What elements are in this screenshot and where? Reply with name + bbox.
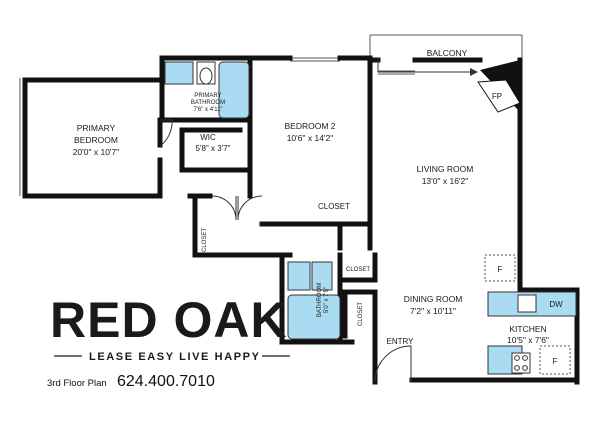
closet-bath-label: CLOSET	[346, 267, 370, 273]
brand-tagline: LEASE EASY LIVE HAPPY	[89, 351, 261, 363]
primary-bathroom-label-1: PRIMARY	[194, 93, 221, 99]
primary-bedroom-dims: 20'0" x 10'7"	[73, 147, 120, 157]
kitchen-dims: 10'5" x 7'6"	[507, 335, 549, 345]
closet-bedroom2-label: CLOSET	[318, 202, 350, 211]
fixtures	[164, 61, 577, 375]
living-room-label: LIVING ROOM	[417, 164, 474, 174]
bedroom-2-label: BEDROOM 2	[284, 121, 335, 131]
entry-label: ENTRY	[387, 337, 415, 346]
dishwasher-label: DW	[549, 300, 563, 309]
fridge-kitchen-label: F	[553, 357, 558, 366]
fireplace-label: FP	[492, 92, 502, 101]
appliance-markers	[484, 254, 571, 375]
wic-label: WIC	[200, 133, 216, 142]
phone-number: 624.400.7010	[117, 373, 215, 390]
brand-logo: RED OAK	[50, 292, 288, 348]
primary-bathroom-dims: 7'6" x 4'11"	[193, 107, 222, 113]
closet-hall-label: CLOSET	[202, 228, 208, 252]
closet-entry-label: CLOSET	[358, 302, 364, 326]
floor-plan-label: 3rd Floor Plan	[47, 378, 107, 389]
living-room-dims: 13'0" x 16'2"	[422, 176, 469, 186]
bathroom-label: BATHROOM	[317, 283, 323, 317]
dining-room-label: DINING ROOM	[404, 294, 463, 304]
dining-room-dims: 7'2" x 10'11"	[410, 306, 456, 316]
kitchen-label: KITCHEN	[509, 324, 546, 334]
balcony-label: BALCONY	[427, 48, 468, 58]
bathroom-dims: 5'0" x 7'5"	[324, 287, 330, 313]
primary-bathroom-label-2: BATHROOM	[191, 100, 225, 106]
fridge-living-label: F	[498, 265, 503, 274]
wic-dims: 5'8" x 3'7"	[196, 144, 231, 153]
bedroom-2-dims: 10'6" x 14'2"	[287, 133, 334, 143]
primary-bedroom-label: PRIMARY	[77, 123, 116, 133]
primary-bedroom-label-2: BEDROOM	[74, 135, 118, 145]
